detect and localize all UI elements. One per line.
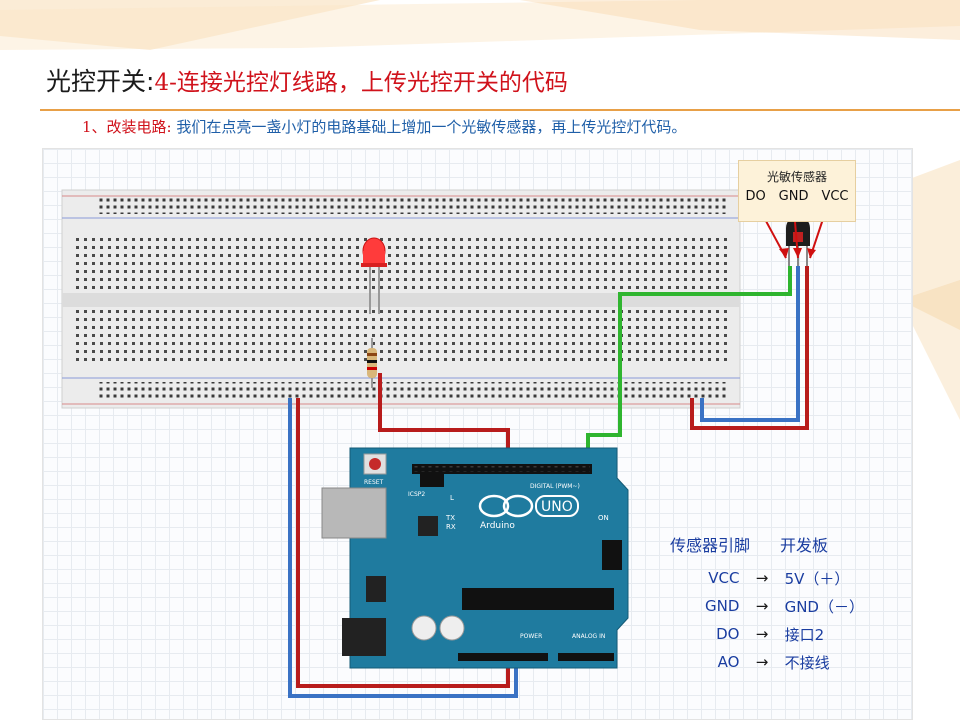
red-led [361, 237, 387, 314]
power-label: POWER [520, 633, 542, 640]
step-text: 我们在点亮一盏小灯的电路基础上增加一个光敏传感器，再上传光控灯代码。 [176, 118, 687, 136]
board-pin: 接口2 [784, 625, 825, 644]
sensor-label-card: 光敏传感器 DO GND VCC [738, 160, 856, 222]
step-number: 1、改装电路: [82, 118, 172, 136]
pin-row: VCC → 5V（＋） [668, 564, 888, 592]
sensor-title: 光敏传感器 [766, 170, 827, 184]
board-pin: GND（－） [784, 597, 864, 616]
title-subtitle: 4-连接光控灯线路，上传光控开关的代码 [154, 70, 568, 96]
pin-row: DO → 接口2 [668, 620, 888, 648]
board-pin: 不接线 [784, 653, 830, 672]
sensor-pin-do: DO [745, 189, 766, 204]
uno-logo: UNO [541, 499, 573, 515]
pin-table-header: 传感器引脚 开发板 [670, 532, 888, 556]
pin-name: GND [705, 597, 740, 615]
pin-name: AO [717, 653, 740, 671]
slide-title: 光控开关:4-连接光控灯线路，上传光控开关的代码 [46, 62, 568, 98]
pin-row: GND → GND（－） [668, 592, 888, 620]
sensor-pin-labels: DO GND VCC [739, 189, 855, 204]
header-sensor-pin: 传感器引脚 [670, 536, 751, 555]
arduino-uno-board: RESET ICSP2 DIGITAL (PWM~) Arduino UNO L… [321, 447, 629, 669]
pin-mapping-table: 传感器引脚 开发板 VCC → 5V（＋） GND → GND（－） DO → … [668, 532, 888, 676]
arrow-icon: → [755, 569, 769, 587]
step-instruction: 1、改装电路: 我们在点亮一盏小灯的电路基础上增加一个光敏传感器，再上传光控灯代… [82, 116, 686, 137]
digital-label: DIGITAL (PWM~) [530, 483, 580, 490]
arrow-icon: → [755, 653, 769, 671]
led-tx-label: TX [445, 514, 455, 522]
led-l-label: L [450, 494, 454, 502]
led-rx-label: RX [446, 523, 456, 531]
arrow-icon: → [755, 625, 769, 643]
title-main: 光控开关: [46, 67, 155, 96]
resistor [367, 338, 377, 388]
analog-label: ANALOG IN [572, 633, 605, 640]
board-pin: 5V（＋） [784, 569, 850, 588]
title-divider [40, 109, 960, 111]
pin-row: AO → 不接线 [668, 648, 888, 676]
reset-label: RESET [364, 479, 384, 486]
sensor-pin-vcc: VCC [821, 189, 849, 204]
arrow-icon: → [755, 597, 769, 615]
breadboard [61, 189, 741, 409]
on-label: ON [598, 514, 609, 522]
icsp2-label: ICSP2 [408, 491, 425, 498]
pin-name: VCC [708, 569, 740, 587]
circuit-diagram: RESET ICSP2 DIGITAL (PWM~) Arduino UNO L… [61, 189, 827, 698]
header-board: 开发板 [780, 536, 829, 555]
arduino-brand: Arduino [480, 521, 515, 531]
sensor-pin-gnd: GND [778, 189, 809, 204]
pin-name: DO [716, 625, 740, 643]
